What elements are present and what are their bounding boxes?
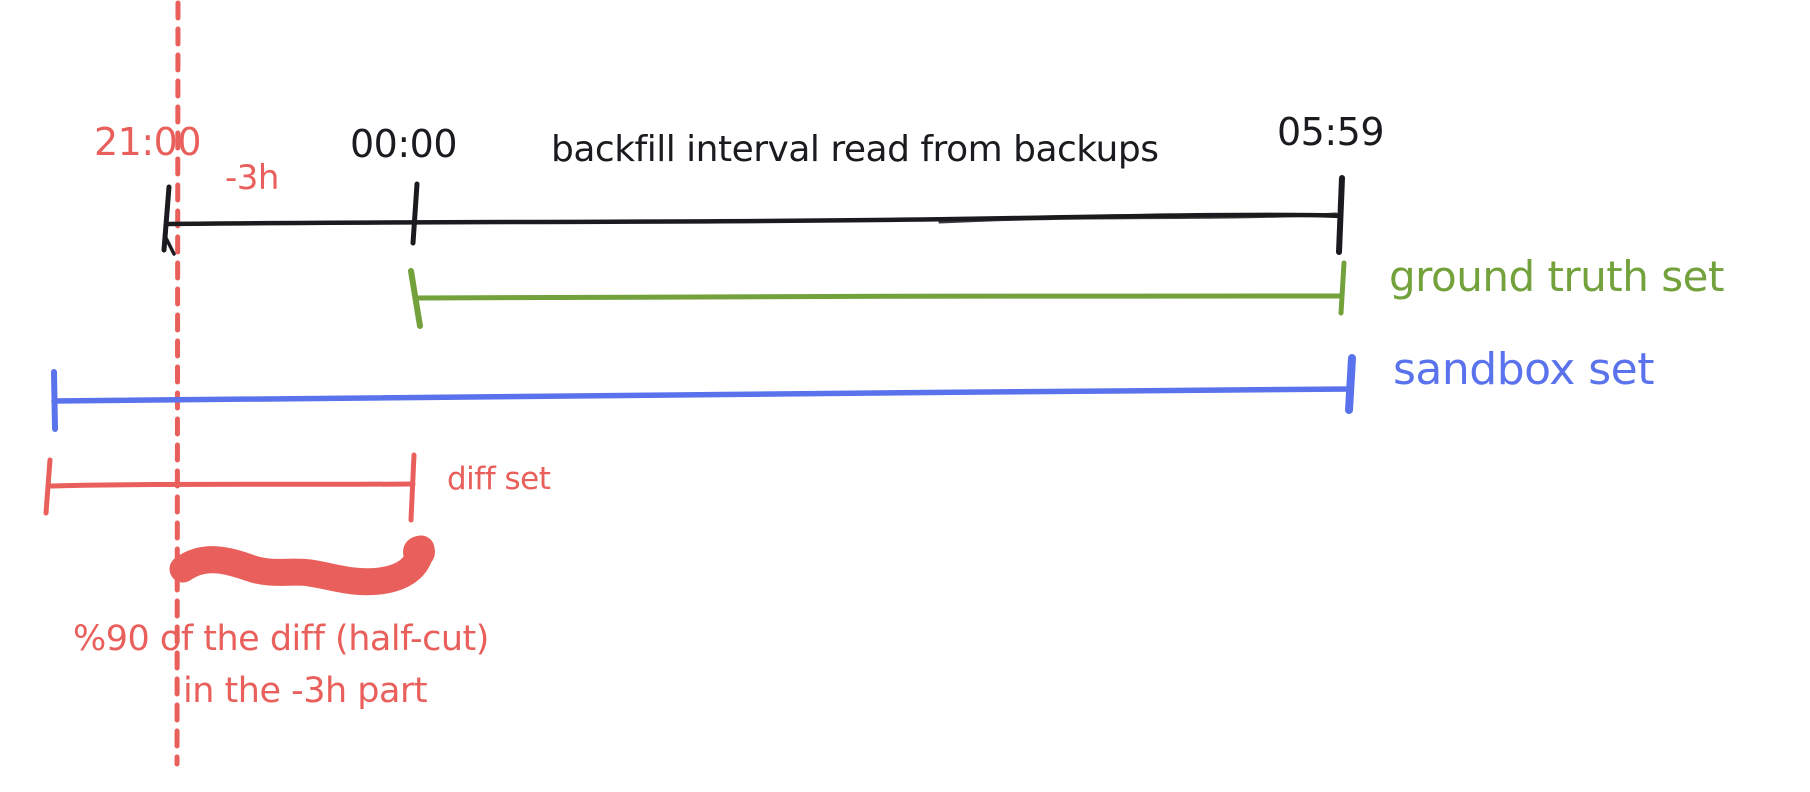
sandbox-line [51,354,1356,432]
tick-2100-flick [164,236,176,256]
backfill-timeline-line [161,175,1345,256]
diff-tick-right [408,452,417,523]
highlight-squiggle [169,535,435,596]
diff-line [43,452,417,523]
timeline-end-label: 05:59 [1277,110,1385,154]
annotation-line-1: %90 of the diff (half-cut) [73,619,489,659]
diff-set-label: diff set [447,461,551,497]
offset-label: -3h [225,158,279,198]
backfill-interval-title: backfill interval read from backups [551,129,1159,170]
timeline-start-label: 21:00 [94,120,202,164]
sandbox-set-label: sandbox set [1393,344,1654,395]
ground-truth-tick-right [1338,260,1347,316]
sandbox-tick-right [1345,354,1356,414]
annotation-line-2: in the -3h part [183,671,428,711]
ground-truth-line [408,260,1347,329]
ground-truth-tick-left [408,268,423,329]
cutoff-dashed-line [174,0,181,767]
tick-0000 [410,181,420,246]
ground-truth-set-label: ground truth set [1389,252,1724,301]
sandbox-tick-left [51,369,58,432]
tick-0559 [1336,175,1345,255]
diff-tick-left [43,457,53,516]
timeline-midnight-label: 00:00 [350,122,458,166]
